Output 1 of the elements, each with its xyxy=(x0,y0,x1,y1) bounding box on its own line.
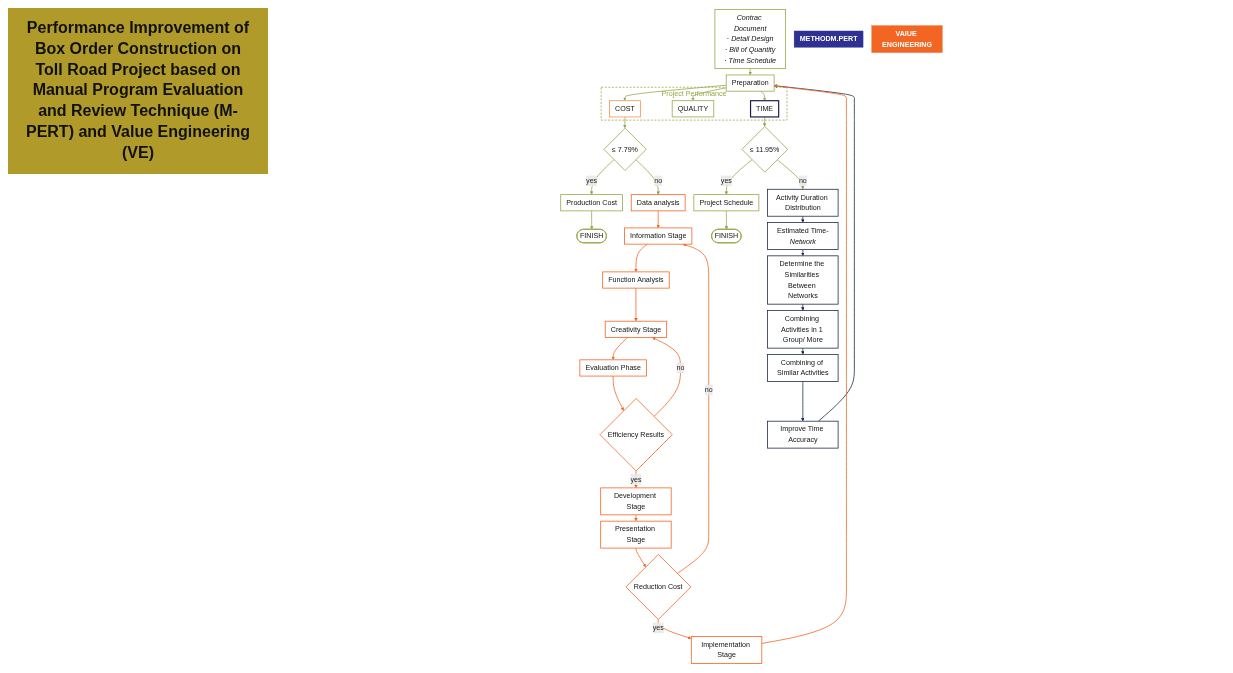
title-banner: Performance Improvement of Box Order Construction on Toll Road Project based on Manual Program Evaluation and Review Technique (M-PERT) and Value Engineering (VE) xyxy=(8,8,268,174)
